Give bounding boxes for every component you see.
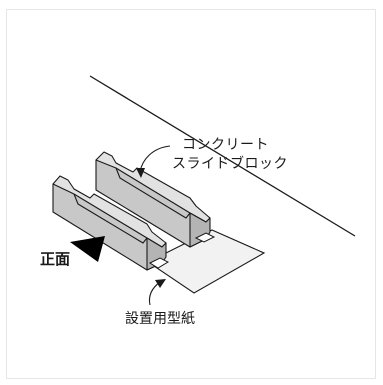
label-front: 正面 [40,250,71,268]
block-leader-arrowhead [136,168,145,178]
label-template-paper: 設置用型紙 [125,311,195,327]
block-front-groove [73,193,148,244]
label-slide-block: スライドブロック [172,156,288,172]
block-back-groove [115,167,191,219]
template-tabs [148,232,216,269]
wall-line [89,75,356,237]
template-tab-back [194,232,216,243]
label-concrete: コンクリート [182,137,269,153]
front-direction-arrow [70,236,105,262]
template-leader-arrowhead [155,279,166,288]
template-tab-front [148,257,170,269]
